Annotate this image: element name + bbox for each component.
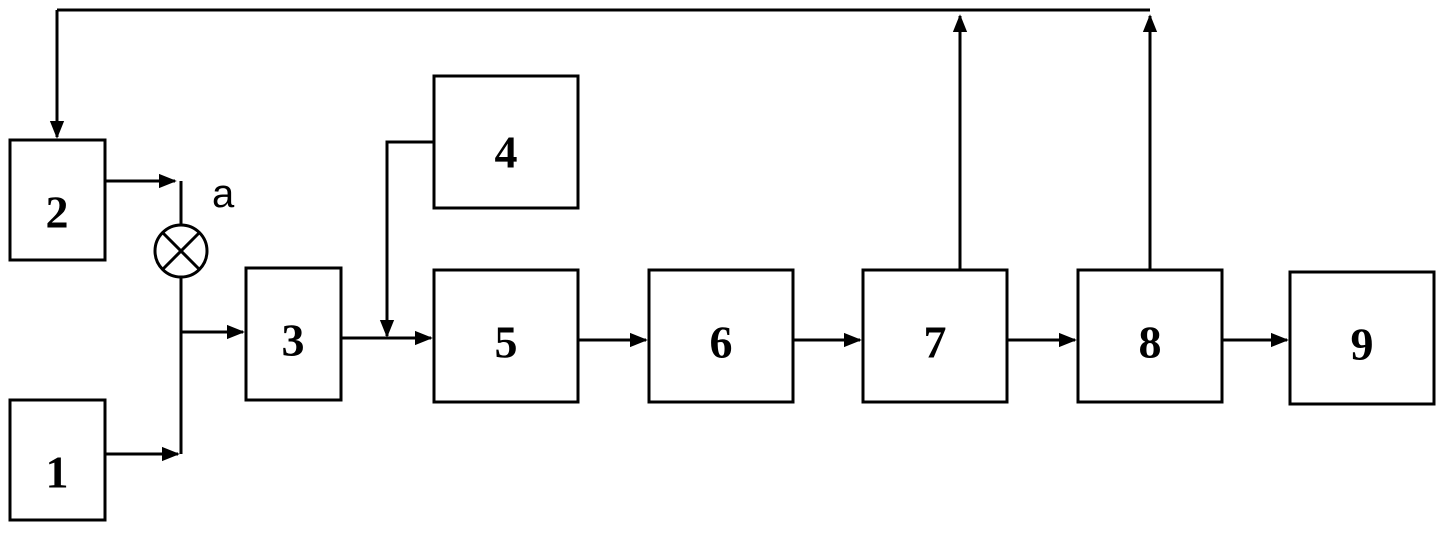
block-7: 7 [861, 268, 1009, 404]
junction-label: a [212, 172, 235, 216]
block-6-label: 6 [710, 317, 733, 368]
block-5-label: 5 [495, 317, 518, 368]
block-4-label: 4 [495, 127, 518, 178]
block-2-label: 2 [46, 187, 69, 238]
wire-4-to-junction [379, 140, 434, 338]
block-3-label: 3 [282, 315, 305, 366]
block-5: 5 [432, 268, 580, 404]
block-9: 9 [1288, 270, 1436, 406]
block-4: 4 [432, 74, 580, 210]
block-3: 3 [244, 266, 343, 402]
block-8-label: 8 [1139, 317, 1162, 368]
block-9-label: 9 [1351, 319, 1374, 370]
block-6: 6 [647, 268, 795, 404]
mixer-junction [153, 223, 209, 279]
block-1-label: 1 [46, 447, 69, 498]
block-2: 2 [8, 138, 107, 262]
block-8: 8 [1076, 268, 1224, 404]
block-1: 1 [8, 398, 107, 522]
block-7-label: 7 [924, 317, 947, 368]
